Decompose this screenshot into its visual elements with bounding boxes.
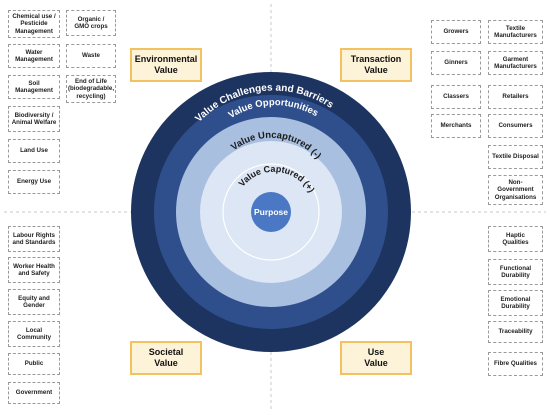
factor-end-of-life: End of Life (biodegradable, recycling)	[66, 75, 116, 103]
factor-worker-health: Worker Health and Safety	[8, 257, 60, 283]
stakeholder-ngos: Non- Government Organisations	[488, 175, 543, 205]
quality-haptic: Haptic Qualities	[488, 226, 543, 252]
factor-equity-gender: Equity and Gender	[8, 289, 60, 315]
factor-land-use: Land Use	[8, 139, 60, 163]
stakeholder-classers: Classers	[431, 85, 481, 109]
stakeholder-textile-disposal: Textile Disposal	[488, 145, 543, 169]
quadrant-societal-value: Societal Value	[130, 341, 202, 375]
factor-labour-rights: Labour Rights and Standards	[8, 226, 60, 252]
quadrant-transaction-value: Transaction Value	[340, 48, 412, 82]
quality-emotional-durability: Emotional Durability	[488, 290, 543, 316]
quality-functional-durability: Functional Durability	[488, 259, 543, 285]
factor-public: Public	[8, 353, 60, 375]
stakeholder-retailers: Retailers	[488, 85, 543, 109]
factor-energy-use: Energy Use	[8, 170, 60, 194]
quadrant-environmental-value: Environmental Value	[130, 48, 202, 82]
quality-fibre: Fibre Qualities	[488, 352, 543, 376]
stakeholder-ginners: Ginners	[431, 51, 481, 75]
stakeholder-textile-manufacturers: Textile Manufacturers	[488, 20, 543, 44]
stakeholder-growers: Growers	[431, 20, 481, 44]
factor-government: Government	[8, 382, 60, 404]
factor-soil-management: Soil Management	[8, 75, 60, 99]
stakeholder-garment-manufacturers: Garment Manufacturers	[488, 51, 543, 75]
factor-local-community: Local Community	[8, 321, 60, 347]
ring-value-captured-border	[222, 163, 320, 261]
stakeholder-consumers: Consumers	[488, 114, 543, 138]
factor-water-management: Water Management	[8, 44, 60, 68]
stakeholder-merchants: Merchants	[431, 114, 481, 138]
purpose-label: Purpose	[254, 207, 288, 217]
factor-biodiversity: Biodiversity / Animal Welfare	[8, 106, 60, 132]
quality-traceability: Traceability	[488, 321, 543, 343]
purpose-core	[251, 192, 291, 232]
factor-waste: Waste	[66, 44, 116, 68]
factor-chemical-use: Chemical use / Pesticide Management	[8, 10, 60, 38]
quadrant-use-value: Use Value	[340, 341, 412, 375]
factor-organic-gmo: Organic / GMO crops	[66, 10, 116, 36]
